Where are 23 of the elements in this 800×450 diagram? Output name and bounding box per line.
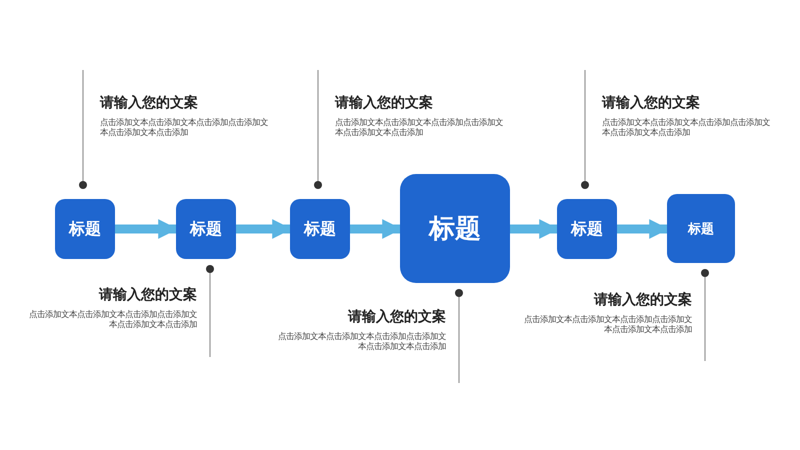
arrow [510,219,559,239]
callout-text: 点击添加文本点击添加文本点击添加点击添加文本点击添加文本点击添加 [28,309,197,329]
title-box: 标题 [557,199,617,259]
title-box: 标题 [400,174,510,283]
callout-heading: 请输入您的文案 [602,94,700,112]
callout-heading: 请输入您的文案 [99,286,197,304]
callout-heading: 请输入您的文案 [348,308,446,326]
callout-heading: 请输入您的文案 [100,94,198,112]
callout-text: 点击添加文本点击添加文本点击添加点击添加文本点击添加文本点击添加 [100,117,269,137]
callout-text: 点击添加文本点击添加文本点击添加点击添加文本点击添加文本点击添加 [602,117,771,137]
callout-text: 点击添加文本点击添加文本点击添加点击添加文本点击添加文本点击添加 [335,117,504,137]
arrow [115,219,178,239]
arrow [617,219,669,239]
title-box: 标题 [667,194,735,263]
title-box: 标题 [176,199,236,259]
title-box: 标题 [290,199,350,259]
callout-heading: 请输入您的文案 [335,94,433,112]
arrow [350,219,402,239]
callout-text: 点击添加文本点击添加文本点击添加点击添加文本点击添加文本点击添加 [277,331,446,351]
callout-text: 点击添加文本点击添加文本点击添加点击添加文本点击添加文本点击添加 [523,314,692,334]
callout-heading: 请输入您的文案 [594,291,692,309]
title-box: 标题 [55,199,115,259]
arrow [236,219,292,239]
